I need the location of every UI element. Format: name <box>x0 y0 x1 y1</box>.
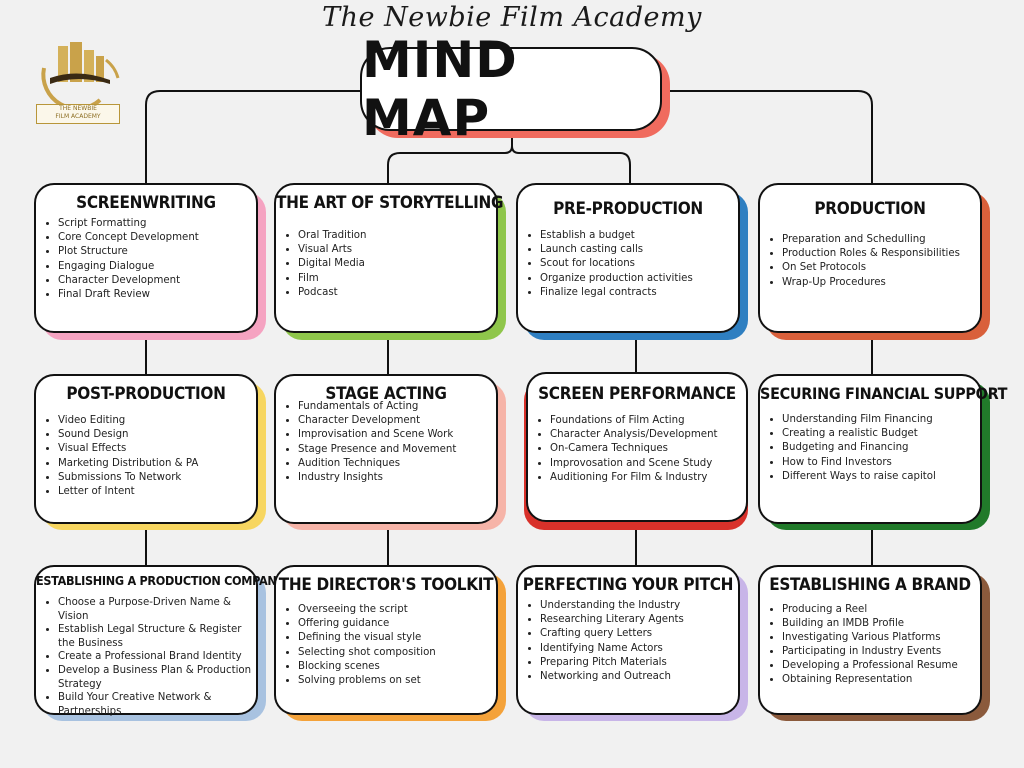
list-item: Engaging Dialogue <box>58 260 256 274</box>
list-item: Networking and Outreach <box>540 670 738 684</box>
card-production: PRODUCTION Preparation and Schedulling P… <box>758 183 982 333</box>
card-title: PRODUCTION <box>814 199 926 219</box>
list-item: Crafting query Letters <box>540 627 738 641</box>
list-item: Overseeing the script <box>298 603 496 617</box>
list-item: Auditioning For Film & Industry <box>550 471 746 485</box>
list-item: Organize production activities <box>540 272 738 286</box>
list-item: Defining the visual style <box>298 631 496 645</box>
list-item: Develop a Business Plan & Production Str… <box>58 664 256 691</box>
list-item: Visual Effects <box>58 442 256 456</box>
list-item: Preparation and Schedulling <box>782 233 980 247</box>
card-securing-financial-support: SECURING FINANCIAL SUPPORT Understanding… <box>758 374 1008 524</box>
mind-map-title: MIND MAP <box>360 31 662 147</box>
logo-wordmark: THE NEWBIE FILM ACADEMY <box>36 104 120 124</box>
card-title: POST-PRODUCTION <box>66 384 226 404</box>
card-title: SCREENWRITING <box>76 193 216 213</box>
list-item: Podcast <box>298 286 496 300</box>
card-title: PERFECTING YOUR PITCH <box>522 575 734 595</box>
list-item: Understanding the Industry <box>540 599 738 613</box>
list-item: Solving problems on set <box>298 674 496 688</box>
list-item: Plot Structure <box>58 245 256 259</box>
list-item: Researching Literary Agents <box>540 613 738 627</box>
card-title: THE DIRECTOR'S TOOLKIT <box>278 575 494 595</box>
list-item: On Set Protocols <box>782 261 980 275</box>
list-item: Preparing Pitch Materials <box>540 656 738 670</box>
list-item: Developing a Professional Resume <box>782 659 980 673</box>
list-item: Build Your Creative Network & Partnershi… <box>58 691 256 718</box>
list-item: Visual Arts <box>298 243 496 257</box>
list-item: Offering guidance <box>298 617 496 631</box>
list-item: Obtaining Representation <box>782 673 980 687</box>
list-item: Character Analysis/Development <box>550 428 746 442</box>
list-item: Industry Insights <box>298 471 496 485</box>
logo-line-2: FILM ACADEMY <box>55 113 101 120</box>
list-item: Creating a realistic Budget <box>782 427 980 441</box>
list-item: Character Development <box>58 274 256 288</box>
list-item: Establish a budget <box>540 229 738 243</box>
list-item: Sound Design <box>58 428 256 442</box>
card-title: STAGE ACTING <box>325 384 447 404</box>
list-item: Budgeting and Financing <box>782 441 980 455</box>
card-stage-acting: STAGE ACTING Fundamentals of Acting Char… <box>274 374 498 524</box>
card-title: ESTABLISHING A PRODUCTION COMPANY <box>36 573 285 588</box>
list-item: Video Editing <box>58 414 256 428</box>
card-post-production: POST-PRODUCTION Video Editing Sound Desi… <box>34 374 258 524</box>
list-item: Marketing Distribution & PA <box>58 457 256 471</box>
list-item: Launch casting calls <box>540 243 738 257</box>
list-item: Identifying Name Actors <box>540 642 738 656</box>
logo-line-1: THE NEWBIE <box>59 105 97 112</box>
list-item: Character Development <box>298 414 496 428</box>
list-item: Audition Techniques <box>298 457 496 471</box>
list-item: Scout for locations <box>540 257 738 271</box>
list-item: Selecting shot composition <box>298 646 496 660</box>
list-item: Finalize legal contracts <box>540 286 738 300</box>
card-pre-production: PRE-PRODUCTION Establish a budget Launch… <box>516 183 740 333</box>
list-item: Participating in Industry Events <box>782 645 980 659</box>
list-item: Investigating Various Platforms <box>782 631 980 645</box>
list-item: Script Formatting <box>58 217 256 231</box>
card-screen-performance: SCREEN PERFORMANCE Foundations of Film A… <box>526 372 748 522</box>
list-item: Core Concept Development <box>58 231 256 245</box>
list-item: Film <box>298 272 496 286</box>
list-item: Final Draft Review <box>58 288 256 302</box>
card-establishing-production-company: ESTABLISHING A PRODUCTION COMPANY Choose… <box>34 565 285 718</box>
list-item: Submissions To Network <box>58 471 256 485</box>
card-title: SCREEN PERFORMANCE <box>538 384 736 404</box>
list-item: Create a Professional Brand Identity <box>58 650 256 664</box>
list-item: Different Ways to raise capitol <box>782 470 980 484</box>
list-item: Digital Media <box>298 257 496 271</box>
list-item: Fundamentals of Acting <box>298 400 496 414</box>
list-item: Understanding Film Financing <box>782 413 980 427</box>
card-title: ESTABLISHING A BRAND <box>769 575 971 595</box>
card-title: SECURING FINANCIAL SUPPORT <box>760 384 1008 403</box>
academy-name: The Newbie Film Academy <box>322 2 702 33</box>
card-art-of-storytelling: THE ART OF STORYTELLING Oral Tradition V… <box>274 183 504 333</box>
card-title: PRE-PRODUCTION <box>553 199 703 219</box>
card-title: THE ART OF STORYTELLING <box>276 193 504 213</box>
list-item: How to Find Investors <box>782 456 980 470</box>
card-establishing-a-brand: ESTABLISHING A BRAND Producing a Reel Bu… <box>758 565 982 715</box>
list-item: Producing a Reel <box>782 603 980 617</box>
card-screenwriting: SCREENWRITING Script Formatting Core Con… <box>34 183 258 333</box>
list-item: Oral Tradition <box>298 229 496 243</box>
list-item: Improvisation and Scene Work <box>298 428 496 442</box>
list-item: Foundations of Film Acting <box>550 414 746 428</box>
list-item: Letter of Intent <box>58 485 256 499</box>
list-item: Wrap-Up Procedures <box>782 276 980 290</box>
card-perfecting-your-pitch: PERFECTING YOUR PITCH Understanding the … <box>516 565 740 715</box>
list-item: Choose a Purpose-Driven Name & Vision <box>58 596 256 623</box>
list-item: Improvosation and Scene Study <box>550 457 746 471</box>
list-item: Establish Legal Structure & Register the… <box>58 623 256 650</box>
list-item: Building an IMDB Profile <box>782 617 980 631</box>
list-item: Stage Presence and Movement <box>298 443 496 457</box>
card-directors-toolkit: THE DIRECTOR'S TOOLKIT Overseeing the sc… <box>274 565 498 715</box>
list-item: Blocking scenes <box>298 660 496 674</box>
list-item: On-Camera Techniques <box>550 442 746 456</box>
list-item: Production Roles & Responsibilities <box>782 247 980 261</box>
